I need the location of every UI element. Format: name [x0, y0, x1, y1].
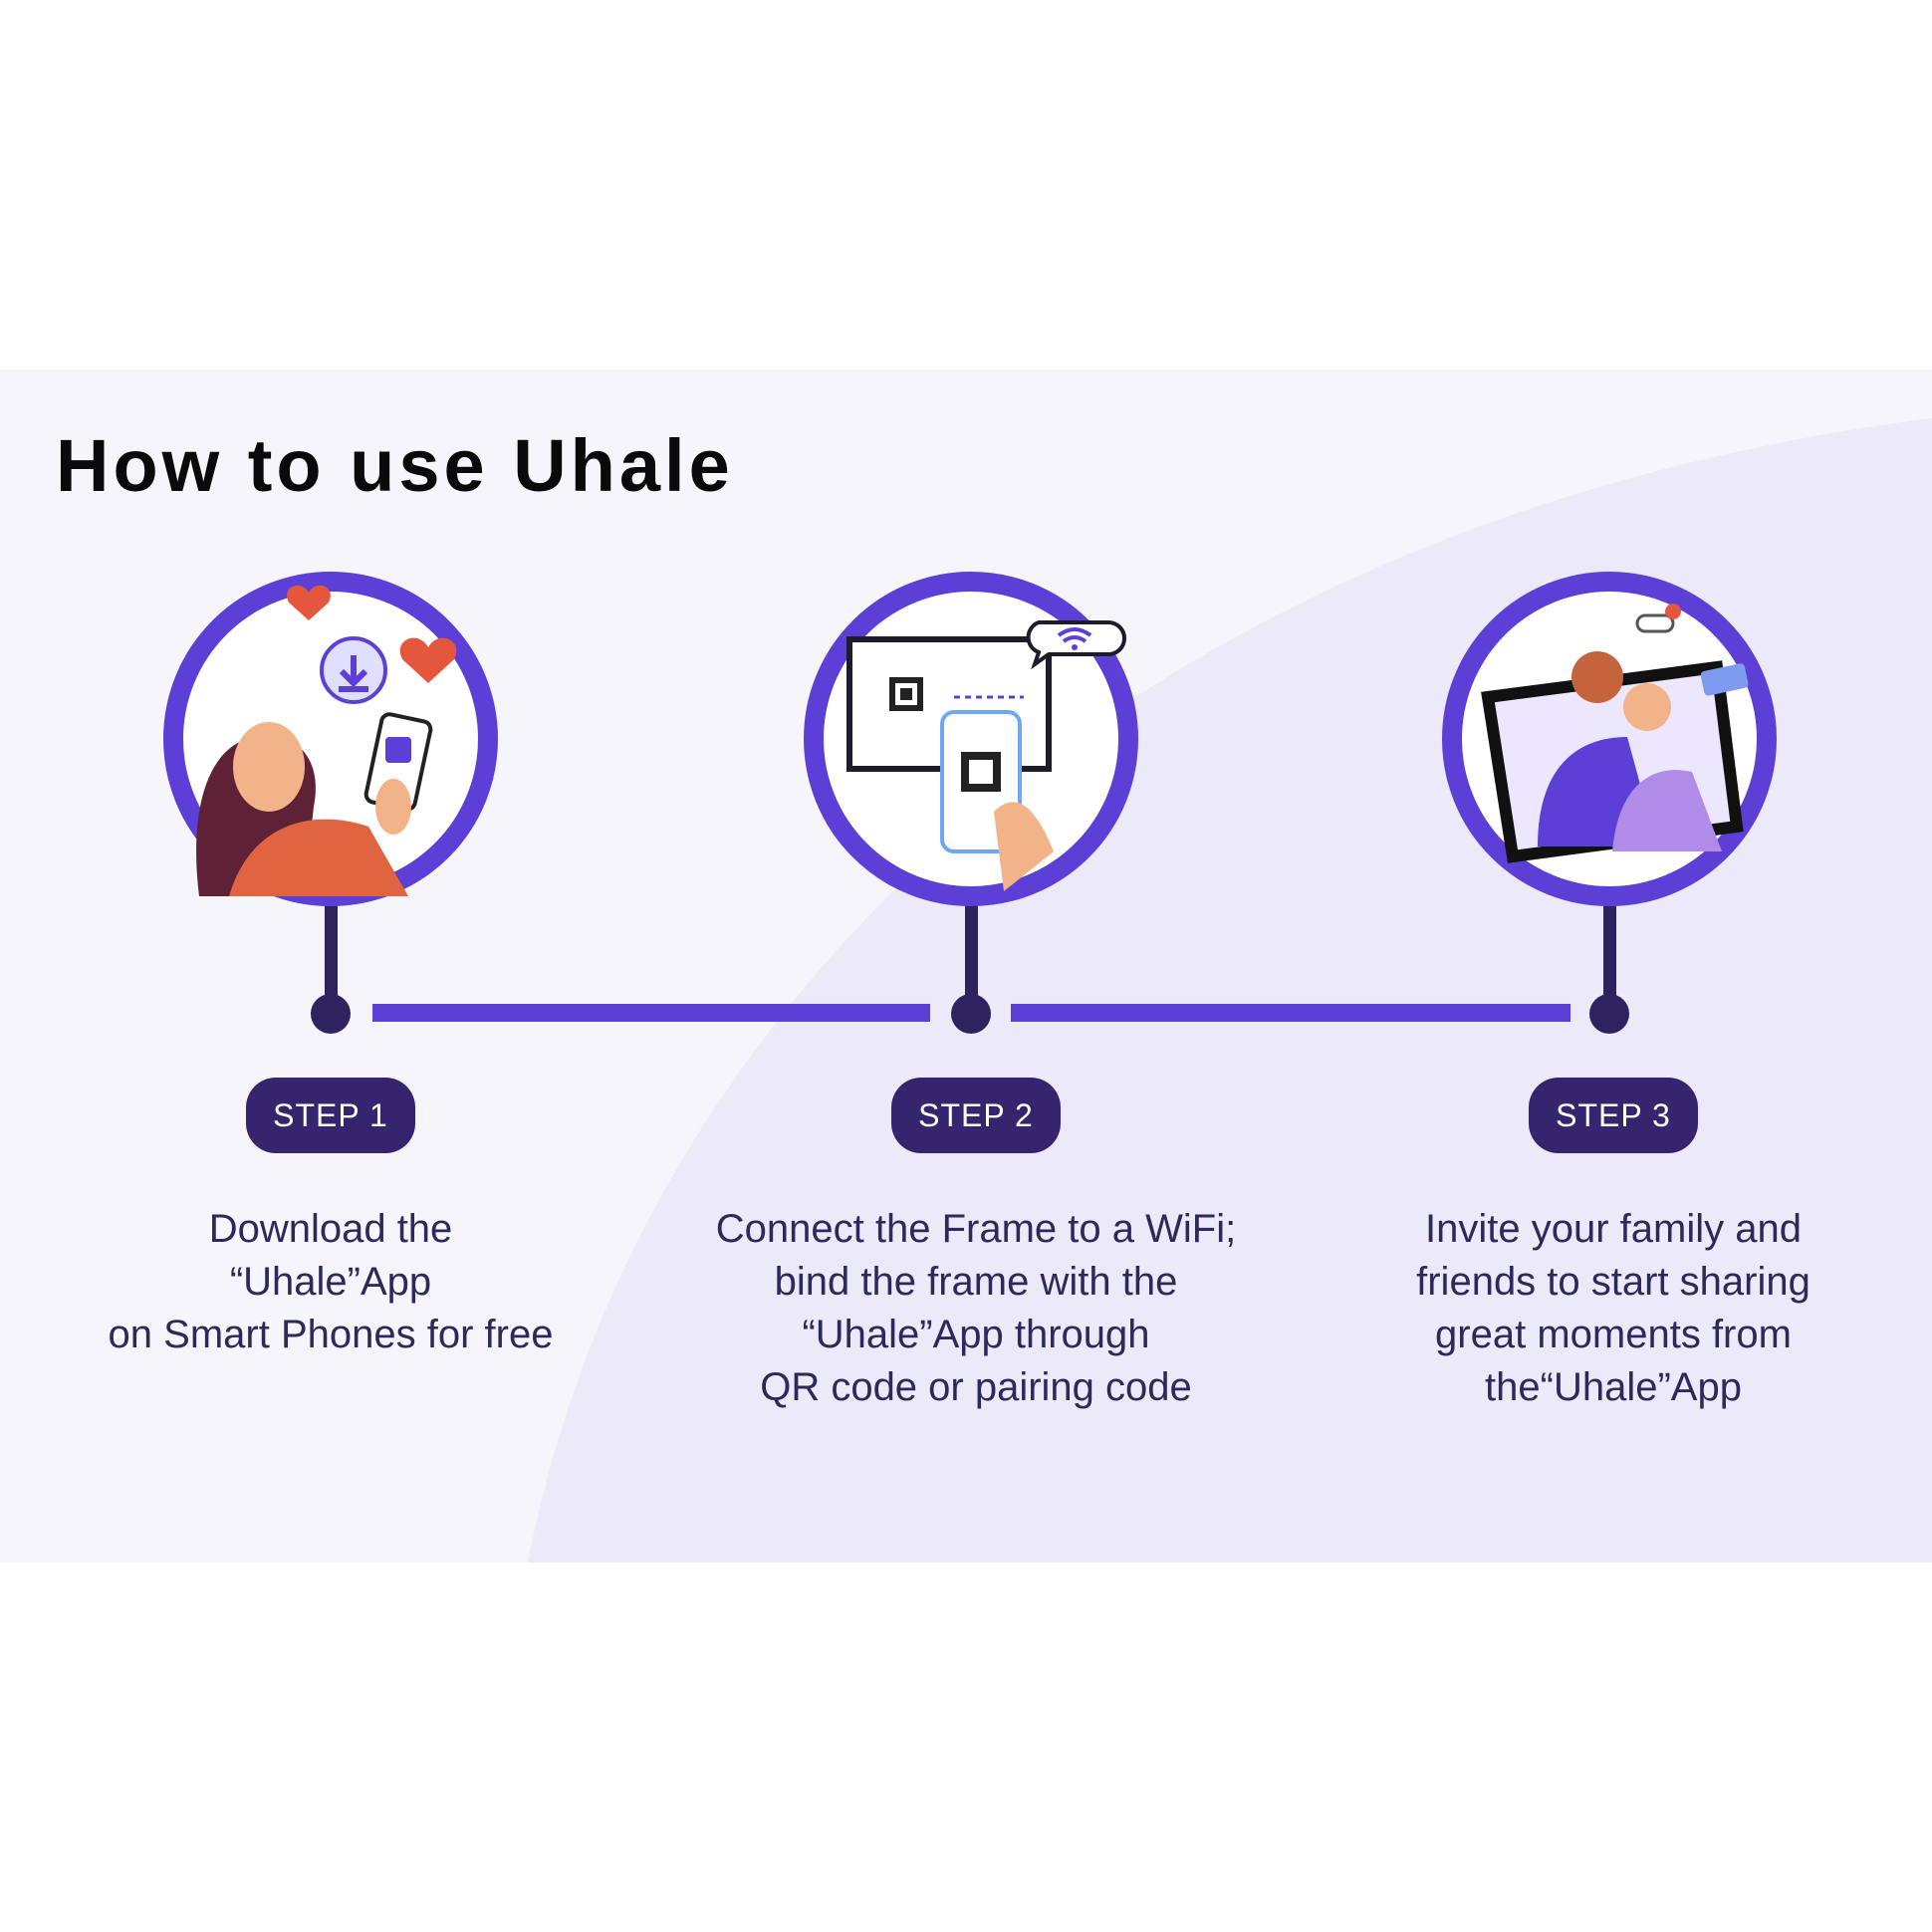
description-line: Invite your family and	[1425, 1207, 1802, 1251]
description-line: on Smart Phones for free	[108, 1313, 554, 1356]
step-description: Download the “Uhale”App on Smart Phones …	[32, 1203, 629, 1361]
step-badge: STEP 1	[246, 1078, 415, 1153]
description-line: “Uhale”App through	[802, 1313, 1150, 1356]
step-3-illustration	[1442, 572, 1777, 906]
step-badge: STEP 3	[1529, 1078, 1698, 1153]
step-1-illustration	[163, 572, 498, 906]
step-description: Connect the Frame to a WiFi; bind the fr…	[677, 1203, 1275, 1414]
heart-icon	[287, 585, 331, 620]
description-line: bind the frame with the	[774, 1260, 1178, 1304]
timeline	[311, 901, 1629, 1034]
page-title: How to use Uhale	[56, 424, 734, 507]
step-description: Invite your family and friends to start …	[1315, 1203, 1912, 1414]
description-line: QR code or pairing code	[760, 1365, 1192, 1409]
description-line: Download the	[208, 1207, 453, 1251]
description-line: great moments from	[1435, 1313, 1792, 1356]
description-line: “Uhale”App	[229, 1260, 432, 1304]
description-line: Connect the Frame to a WiFi;	[715, 1207, 1237, 1251]
step-2: STEP 2 Connect the Frame to a WiFi; bind…	[677, 1078, 1275, 1414]
wifi-icon	[1026, 620, 1126, 670]
description-line: the“Uhale”App	[1485, 1365, 1742, 1409]
step-3: STEP 3 Invite your family and friends to…	[1315, 1078, 1912, 1414]
description-line: friends to start sharing	[1416, 1260, 1811, 1304]
step-badge: STEP 2	[891, 1078, 1061, 1153]
step-2-illustration	[804, 572, 1138, 906]
step-1: STEP 1 Download the “Uhale”App on Smart …	[32, 1078, 629, 1361]
